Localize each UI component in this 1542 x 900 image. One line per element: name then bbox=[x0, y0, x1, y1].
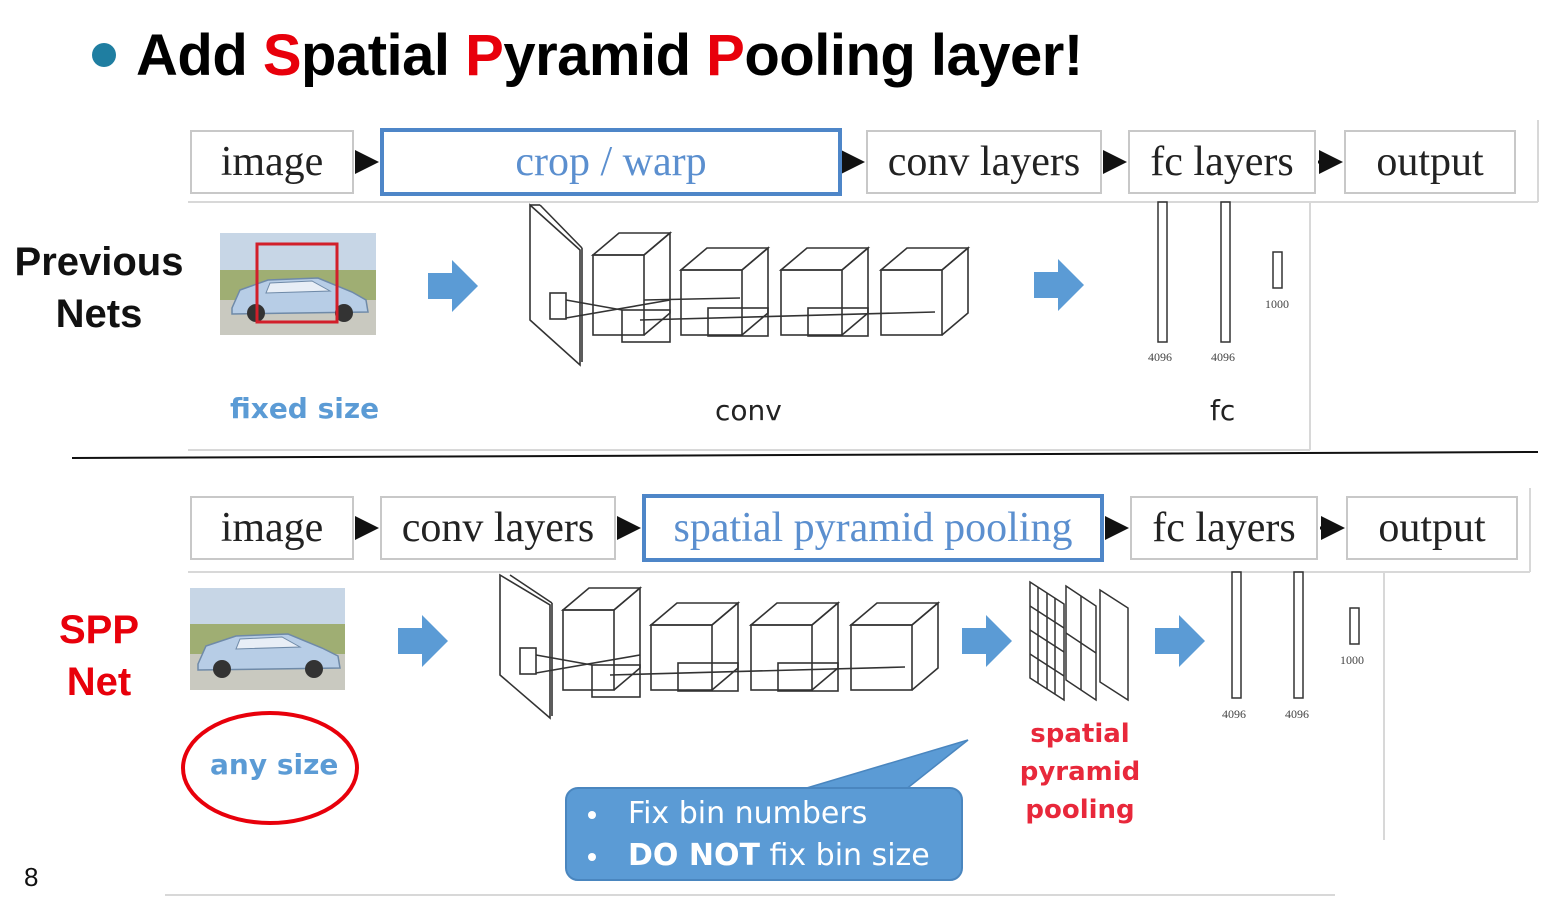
fc-dim-label: 1000 bbox=[1340, 653, 1364, 668]
previous-nets-label-line1: Previous bbox=[4, 236, 194, 288]
callout-bullet-1: Fix bin numbers bbox=[628, 796, 867, 831]
fc-dim-label: 4096 bbox=[1211, 350, 1235, 365]
fc-caption: fc bbox=[1210, 394, 1235, 427]
conv-stack-spp bbox=[500, 575, 938, 718]
fc-dim-label: 1000 bbox=[1265, 297, 1289, 312]
conv-caption: conv bbox=[715, 394, 782, 427]
spp-net-label: SPP Net bbox=[4, 604, 194, 708]
previous-nets-label: Previous Nets bbox=[4, 236, 194, 340]
big-blue-arrows bbox=[398, 259, 1205, 667]
spp-pooling-caption-line1: spatial pyramid bbox=[975, 715, 1185, 791]
spp-stage-fc-layers: fc layers bbox=[1130, 496, 1318, 560]
fc-bars-previous bbox=[1158, 202, 1282, 342]
page-number: 8 bbox=[24, 862, 38, 893]
section-divider bbox=[72, 452, 1538, 458]
callout-bullet-2: DO NOT fix bin size bbox=[628, 838, 930, 873]
fc-dim-label: 4096 bbox=[1285, 707, 1309, 722]
prev-stage-image: image bbox=[190, 130, 354, 194]
spp-pooling-caption: spatial pyramid pooling bbox=[975, 715, 1185, 829]
spp-net-label-line1: SPP bbox=[4, 604, 194, 656]
prev-stage-fc-layers: fc layers bbox=[1128, 130, 1316, 194]
any-size-caption: any size bbox=[210, 748, 338, 781]
fc-dim-label: 4096 bbox=[1222, 707, 1246, 722]
callout-bullet bbox=[588, 811, 596, 819]
spp-stage-output: output bbox=[1346, 496, 1518, 560]
spp-pyramid-grids bbox=[1030, 582, 1128, 700]
prev-stage-conv-layers: conv layers bbox=[866, 130, 1102, 194]
car-image-any-size bbox=[190, 588, 345, 690]
callout-pointer bbox=[800, 740, 968, 790]
callout-bullet bbox=[588, 853, 596, 861]
spp-net-label-line2: Net bbox=[4, 656, 194, 708]
spp-stage-spatial-pyramid-pooling: spatial pyramid pooling bbox=[642, 494, 1104, 562]
fixed-size-caption: fixed size bbox=[230, 392, 379, 425]
spp-stage-image: image bbox=[190, 496, 354, 560]
spp-stage-conv-layers: conv layers bbox=[380, 496, 616, 560]
prev-stage-crop-warp: crop / warp bbox=[380, 128, 842, 196]
fc-bars-spp bbox=[1232, 572, 1359, 698]
conv-stack-previous bbox=[530, 205, 968, 365]
car-image-fixed bbox=[220, 233, 376, 335]
spp-pooling-caption-line2: pooling bbox=[975, 791, 1185, 829]
previous-nets-label-line2: Nets bbox=[4, 288, 194, 340]
prev-stage-output: output bbox=[1344, 130, 1516, 194]
callout-bullet-2-rest: fix bin size bbox=[760, 838, 930, 873]
fc-dim-label: 4096 bbox=[1148, 350, 1172, 365]
callout-bullet-2-bold: DO NOT bbox=[628, 838, 760, 873]
